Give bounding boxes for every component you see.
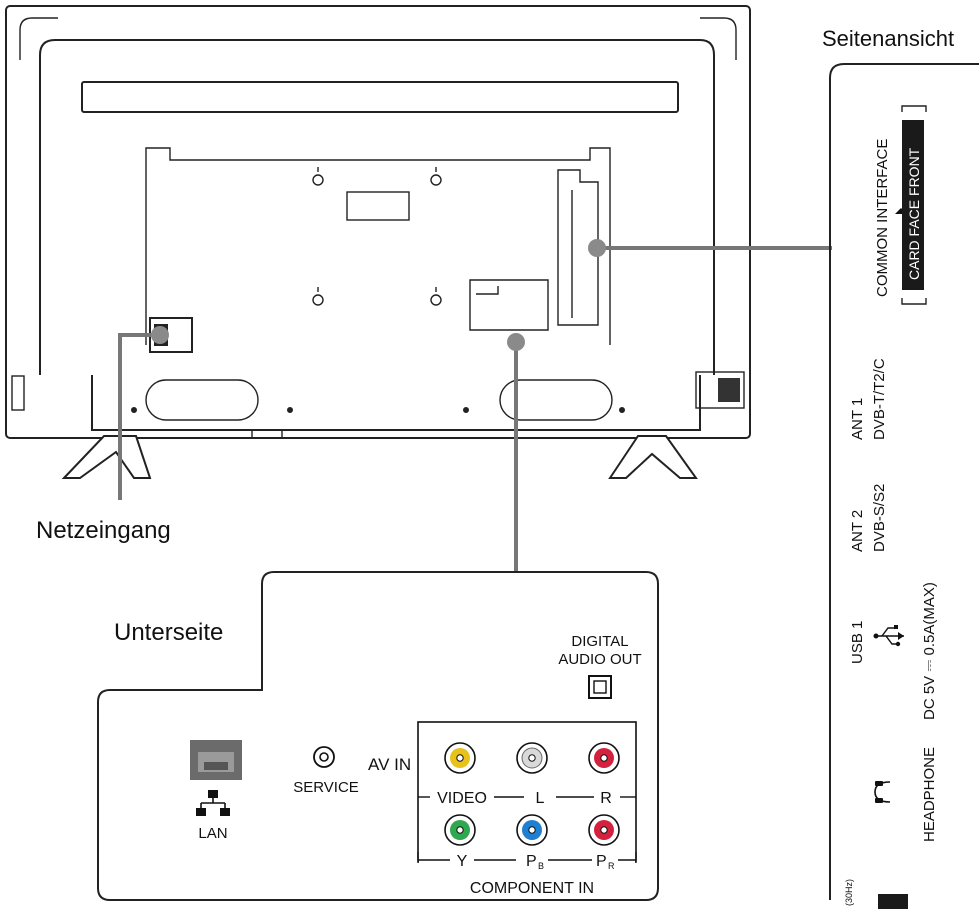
tv-control-panel [695,371,745,409]
tv-back-cover [39,39,715,375]
audio-l-jack [516,742,548,774]
component-pr-label: P [596,853,607,870]
service-port [313,746,335,768]
av-in-label: AV IN [368,755,411,774]
usb-title: USB 1 [849,621,866,664]
tv-rear-view [5,5,751,479]
tv-label-area [346,191,410,221]
ant2-title: ANT 2 [849,510,866,552]
side-connector-slot [557,169,599,326]
bottom-panel: Unterseite DIGITAL AUDIO OUT LAN SERVICE… [97,571,659,901]
component-in-label: COMPONENT IN [470,880,594,897]
audio-l-label: L [536,790,545,807]
video-label: VIDEO [437,790,487,807]
network-icon [196,790,230,816]
service-label: SERVICE [293,779,359,796]
stand-foot-left [61,435,152,479]
card-face-front-label: CARD FACE FRONT [906,147,922,280]
digital-audio-line2: AUDIO OUT [558,651,641,668]
component-pb-label: P [526,853,537,870]
hdmi-fragment-label: (30Hz) [844,879,854,906]
headphone-label: HEADPHONE [921,747,938,842]
usb-icon [873,625,904,647]
side-panel: COMMON INTERFACE CARD FACE FRONT ANT 1 D… [829,63,979,909]
component-pr-subscript: R [608,861,615,871]
digital-audio-line1: DIGITAL [571,633,628,650]
screw-icon [312,294,324,306]
video-jack [444,742,476,774]
side-panel-outline [829,63,979,900]
tv-corner-left [19,17,58,60]
component-pb-subscript: B [538,861,544,871]
component-y-label: Y [457,853,468,870]
screw-icon [430,174,442,186]
power-input-label: Netzeingang [36,517,171,544]
screw-icon [312,174,324,186]
component-y-jack [444,814,476,846]
audio-r-jack [588,742,620,774]
tv-corner-right [700,17,737,60]
bottom-connector-block [469,279,549,331]
tv-recess [145,147,611,345]
ant2-standard: DVB-S/S2 [871,484,888,552]
hdmi-port [878,894,908,909]
vesa-screws [312,167,442,306]
lan-label: LAN [198,825,227,842]
optical-port [588,675,612,699]
audio-r-label: R [600,790,612,807]
bottom-side-label: Unterseite [114,619,223,646]
component-pb-jack [516,814,548,846]
bottom-panel-outline [97,571,659,901]
callout-power [118,333,160,500]
callout-lines [118,239,832,572]
ant1-standard: DVB-T/T2/C [871,358,888,440]
screw-icon [430,294,442,306]
tv-side-button [11,375,25,411]
tv-bottom-bar [91,375,701,431]
ant1-title: ANT 1 [849,398,866,440]
usb-power-rating: DC 5V ⎓ 0.5A(MAX) [921,582,938,720]
tv-outer-frame [5,5,751,439]
side-view-label: Seitenansicht [822,26,954,51]
common-interface-label: COMMON INTERFACE [874,139,891,297]
stand-slot-left [145,379,259,421]
stand-foot-right [608,435,698,479]
component-pr-jack [588,814,620,846]
control-joystick-icon [718,378,740,402]
stand-slot-right [499,379,613,421]
tv-top-vent [81,81,679,113]
headphone-icon [874,781,891,803]
ci-slot [902,120,924,290]
